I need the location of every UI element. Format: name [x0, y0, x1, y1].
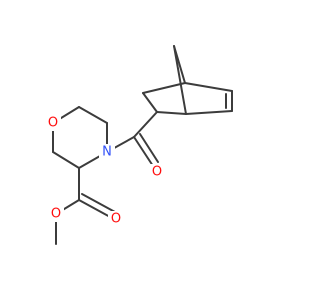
bond-bc5-bc4	[184, 82, 233, 92]
bond-bc2-bc3	[142, 92, 158, 113]
bond-cester-ocarbonyl-2	[81, 193, 116, 213]
bond-camide-oamide-2	[139, 133, 159, 163]
bond-c5-c6	[78, 106, 108, 124]
bond-bc1-bc2	[156, 111, 187, 115]
bond-c2-c3	[52, 151, 80, 169]
bond-camide-c2bicyclo	[133, 111, 158, 138]
ring-nitrogen: N	[99, 144, 115, 160]
ester-carbonyl-oxygen-label: O	[111, 212, 121, 227]
ester-ether-oxygen: O	[48, 206, 64, 222]
bond-camide-oamide-1	[133, 136, 154, 167]
bond-bc3-bc4	[142, 82, 186, 94]
ester-carbonyl-oxygen: O	[108, 211, 124, 227]
ring-nitrogen-label: N	[102, 145, 112, 160]
atom-labels: O N O O O	[45, 115, 165, 227]
bond-cester-ocarbonyl-1	[78, 199, 113, 219]
amide-oxygen-label: O	[152, 165, 162, 180]
molecule-diagram: O N O O O	[45, 45, 233, 245]
amide-oxygen: O	[149, 164, 165, 180]
bond-bc7-bc1	[173, 45, 187, 115]
ring-oxygen: O	[45, 115, 61, 131]
structure-canvas: O N O O O	[45, 45, 233, 245]
ring-oxygen-label: O	[48, 116, 58, 131]
bond-bc1-bc6	[185, 110, 233, 115]
ester-ether-oxygen-label: O	[51, 207, 61, 222]
bonds	[52, 45, 233, 245]
